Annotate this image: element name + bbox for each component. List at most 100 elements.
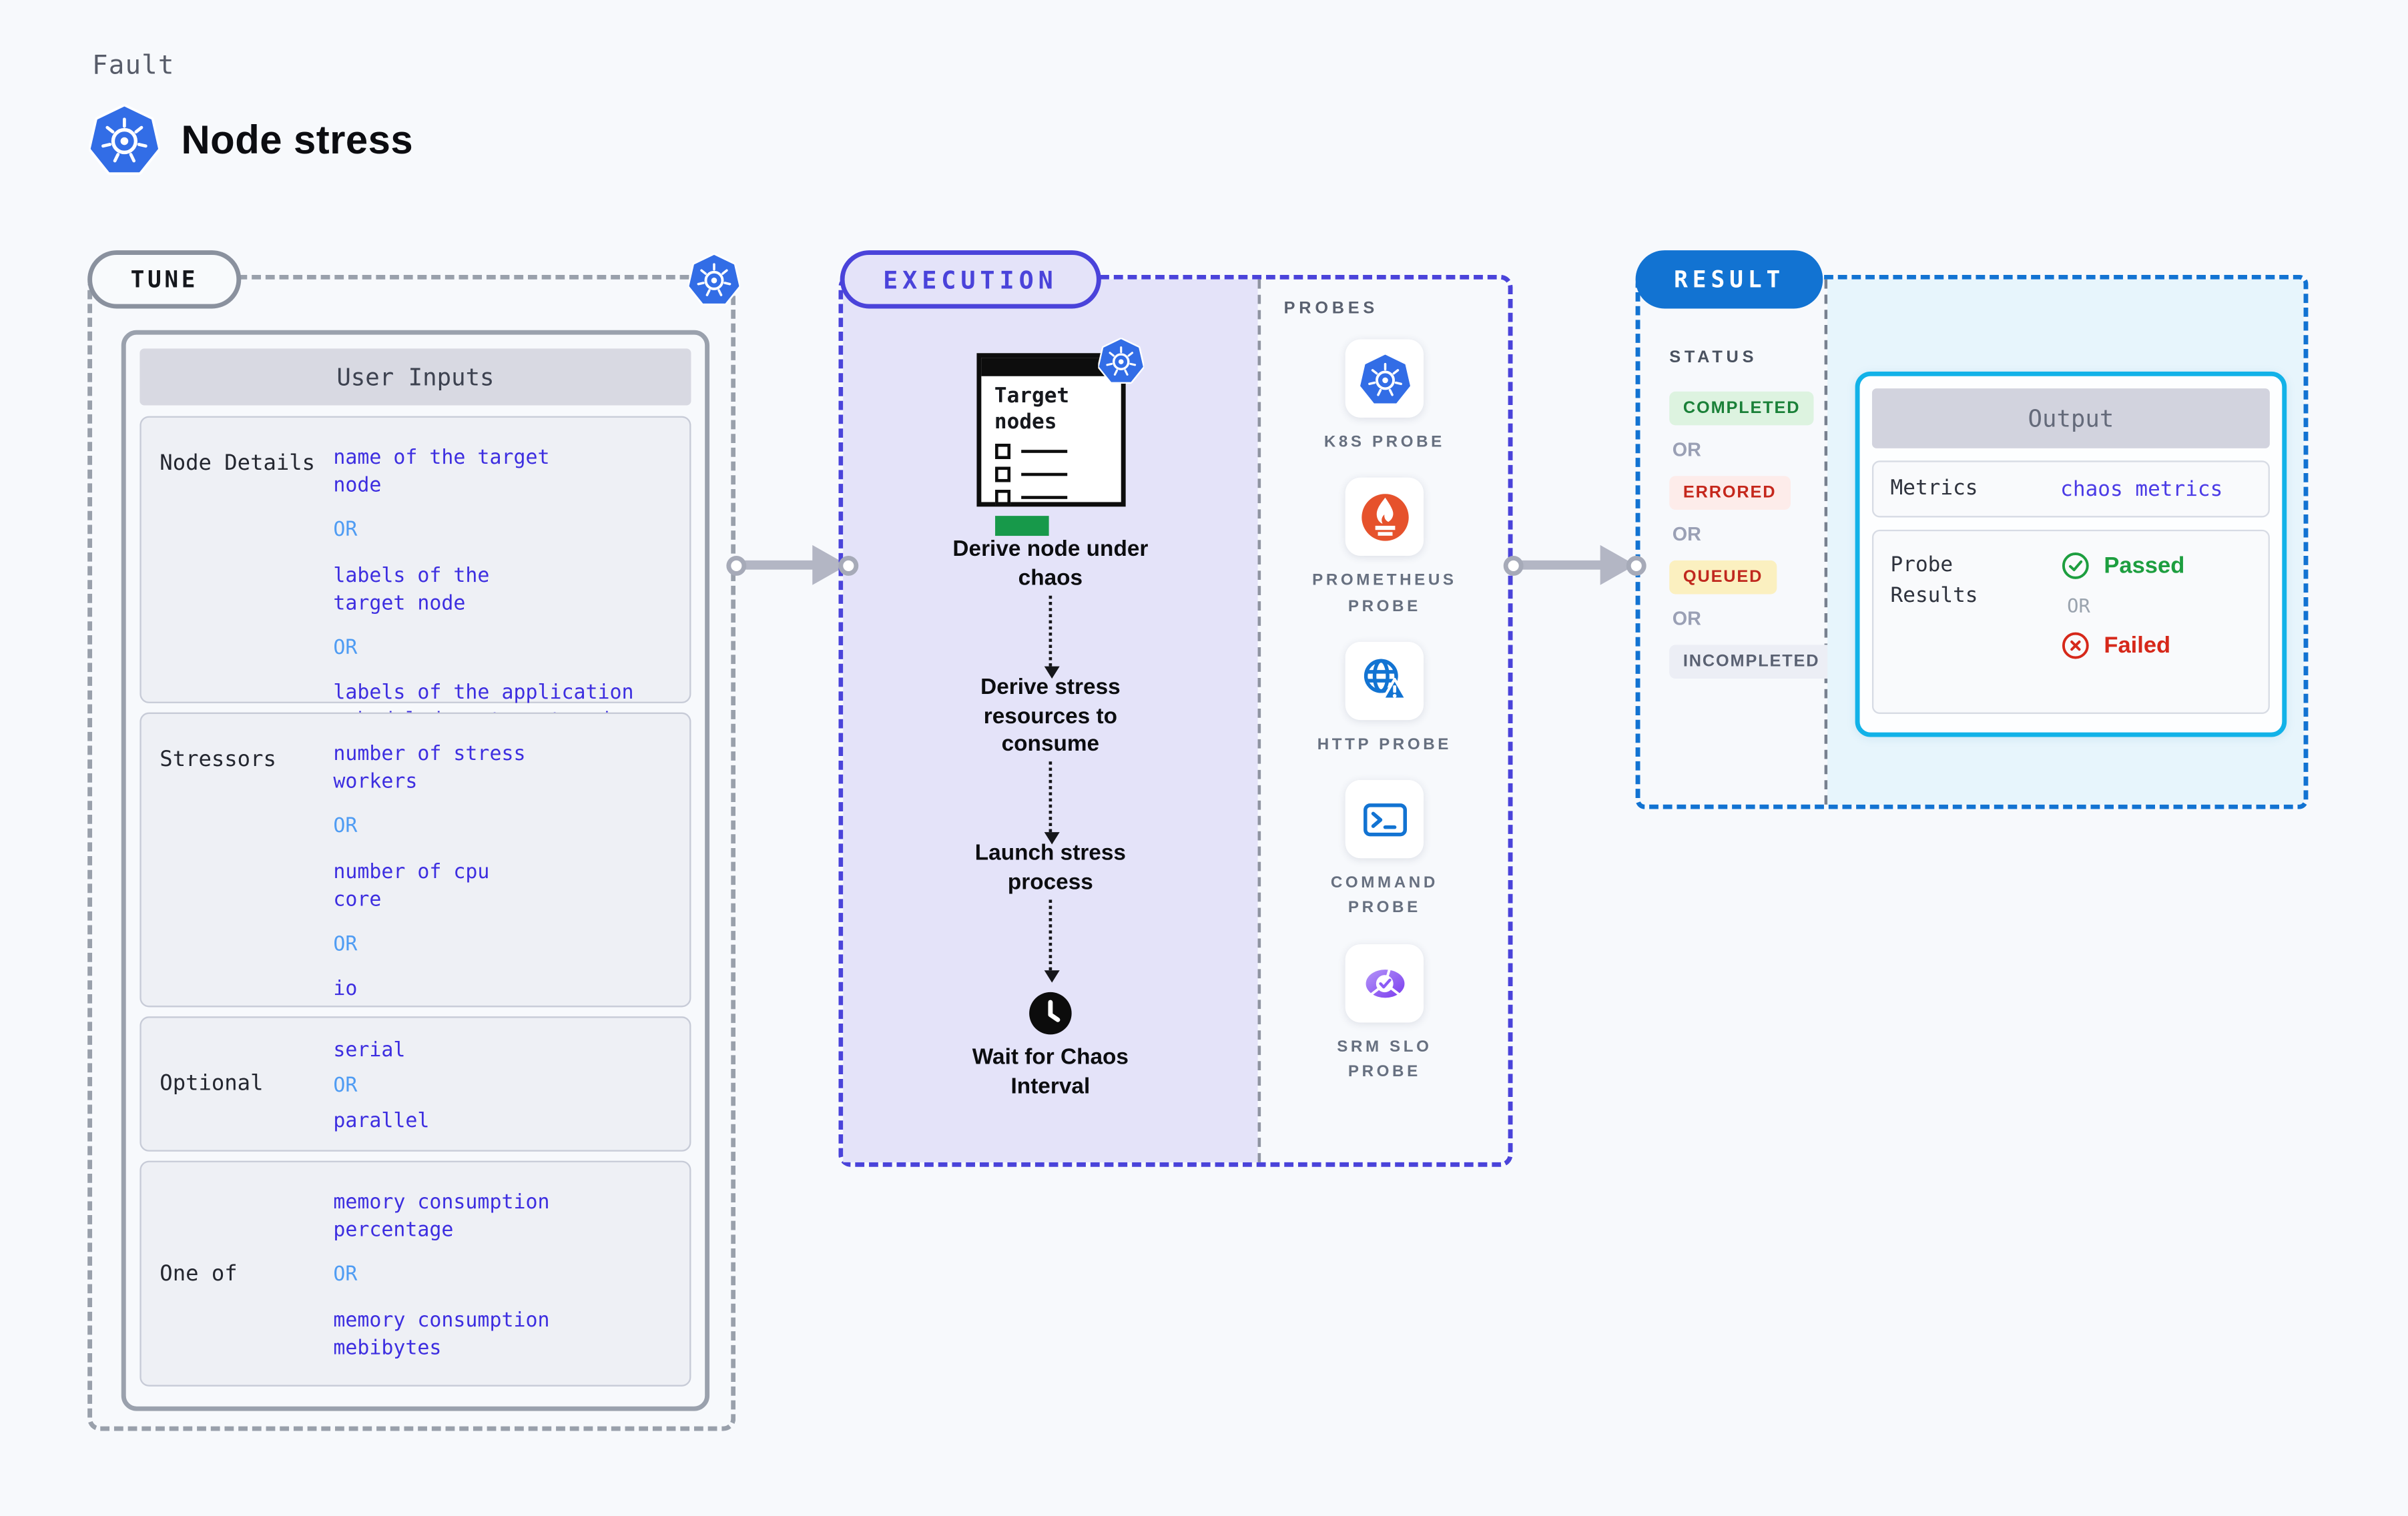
metrics-label: Metrics bbox=[1890, 475, 1978, 500]
status-badge-completed: COMPLETED bbox=[1669, 391, 1815, 426]
user-inputs-rows: Node Details name of the target node OR … bbox=[139, 416, 691, 1387]
list-item-k8s-probe: K8S PROBE bbox=[1323, 339, 1445, 455]
globe-warning-icon bbox=[1358, 655, 1410, 707]
target-nodes-card: Target nodes bbox=[976, 353, 1125, 536]
input-option: number of stress workers bbox=[333, 743, 526, 795]
checklist-item bbox=[994, 466, 1121, 482]
flow-arrow-execution-to-result bbox=[1503, 544, 1646, 585]
dotted-arrow-connector bbox=[1044, 595, 1060, 679]
probe-label: SRM SLO PROBE bbox=[1337, 1037, 1432, 1081]
probe-result-failed: Failed bbox=[2061, 631, 2170, 661]
probe-label: HTTP PROBE bbox=[1317, 735, 1452, 754]
result-section: RESULT STATUS COMPLETED OR ERRORED OR QU… bbox=[1635, 250, 2309, 809]
arrow-endpoint-dot bbox=[1503, 554, 1524, 575]
probe-label: PROMETHEUS PROBE bbox=[1312, 571, 1457, 615]
probe-card bbox=[1345, 339, 1424, 418]
or-separator: OR bbox=[333, 1075, 358, 1098]
probe-card bbox=[1345, 780, 1424, 859]
input-option: labels of the target node bbox=[333, 564, 490, 616]
step-derive-stress-resources: Derive stress resources to consume bbox=[980, 675, 1121, 758]
probe-card bbox=[1345, 478, 1424, 556]
checkbox-icon bbox=[994, 443, 1010, 459]
row-label: Stressors bbox=[160, 747, 276, 773]
kubernetes-icon bbox=[1097, 338, 1143, 384]
input-option: serial bbox=[333, 1039, 406, 1063]
probe-results-label: Probe Results bbox=[1890, 552, 1978, 608]
user-inputs-header: User Inputs bbox=[139, 348, 691, 406]
probe-card bbox=[1345, 641, 1424, 720]
status-column: STATUS COMPLETED OR ERRORED OR QUEUED OR… bbox=[1640, 279, 1834, 805]
row-values: number of stress workers OR number of cp… bbox=[333, 714, 689, 1006]
row-label: Optional bbox=[160, 1072, 264, 1096]
input-option: memory consumption mebibytes bbox=[333, 1308, 550, 1361]
input-option: parallel bbox=[333, 1110, 430, 1134]
green-action-bar bbox=[994, 515, 1048, 536]
tune-badge: TUNE bbox=[87, 250, 242, 309]
arrow-endpoint-dot bbox=[726, 554, 747, 575]
table-row-optional: Optional serial OR parallel bbox=[139, 1016, 691, 1152]
list-item-prometheus-probe: PROMETHEUS PROBE bbox=[1312, 478, 1457, 619]
passed-label: Passed bbox=[2104, 552, 2185, 579]
user-inputs-table: User Inputs Node Details name of the tar… bbox=[121, 330, 710, 1411]
row-values: name of the target node OR labels of the… bbox=[333, 418, 689, 733]
probe-label: COMMAND PROBE bbox=[1330, 873, 1438, 917]
probe-card bbox=[1345, 943, 1424, 1022]
dotted-arrow-connector bbox=[1044, 899, 1060, 983]
kubernetes-icon bbox=[1358, 352, 1410, 404]
kubernetes-icon bbox=[688, 254, 740, 306]
execution-flow-column: Target nodes Derive node under chaos Der… bbox=[843, 279, 1258, 1162]
list-line bbox=[1020, 472, 1067, 476]
execution-badge: EXECUTION bbox=[840, 250, 1101, 309]
page-title-row: Node stress bbox=[89, 104, 413, 175]
kubernetes-icon bbox=[89, 104, 160, 175]
input-option: number of cpu core bbox=[333, 860, 490, 912]
or-separator: OR bbox=[333, 815, 358, 839]
dotted-arrow-connector bbox=[1044, 761, 1060, 845]
or-separator: OR bbox=[333, 637, 358, 661]
slo-gauge-check-icon bbox=[1358, 957, 1410, 1009]
row-label: Node Details bbox=[160, 451, 316, 476]
status-title: STATUS bbox=[1669, 348, 1758, 367]
result-badge: RESULT bbox=[1635, 250, 1823, 309]
target-nodes-title: Target nodes bbox=[994, 384, 1070, 434]
arrow-shaft bbox=[743, 560, 816, 570]
or-separator: OR bbox=[333, 933, 358, 957]
or-separator: OR bbox=[1672, 608, 1701, 630]
execution-section: EXECUTION Target nodes Derive node under… bbox=[838, 250, 1513, 1167]
probe-results-values: Passed OR Failed bbox=[2015, 551, 2269, 713]
metrics-value: chaos metrics bbox=[2060, 476, 2223, 502]
output-area: Output Metrics chaos metrics Probe Resul… bbox=[1827, 279, 2304, 805]
check-circle-icon bbox=[2061, 551, 2090, 581]
output-card-header: Output bbox=[1871, 388, 2270, 448]
step-launch-stress-process: Launch stress process bbox=[974, 841, 1127, 895]
row-label: One of bbox=[160, 1261, 238, 1286]
input-option: memory consumption percentage bbox=[333, 1191, 550, 1242]
input-option: io bbox=[333, 978, 358, 1002]
metrics-row: Metrics chaos metrics bbox=[1871, 460, 2270, 518]
or-separator: OR bbox=[1672, 523, 1701, 545]
prometheus-flame-icon bbox=[1358, 491, 1410, 543]
status-badge-incompleted: INCOMPLETED bbox=[1669, 645, 1834, 679]
list-item-srm-slo-probe: SRM SLO PROBE bbox=[1337, 943, 1432, 1084]
checklist-item bbox=[994, 443, 1121, 459]
probe-results-row: Probe Results Passed OR Failed bbox=[1871, 529, 2270, 714]
list-item-command-probe: COMMAND PROBE bbox=[1331, 780, 1438, 921]
table-row-one-of: One of memory consumption percentage OR … bbox=[139, 1160, 691, 1387]
step-derive-node: Derive node under chaos bbox=[952, 537, 1149, 591]
probe-label: K8S PROBE bbox=[1323, 432, 1445, 452]
input-option: name of the target node bbox=[333, 446, 550, 498]
list-line bbox=[1020, 449, 1067, 453]
probe-result-passed: Passed bbox=[2061, 551, 2184, 581]
card-title-bar bbox=[980, 358, 1121, 376]
probes-panel: PROBES K8S PROBE PROMETHEUS PROBE bbox=[1257, 279, 1508, 1162]
table-row-stressors: Stressors number of stress workers OR nu… bbox=[139, 712, 691, 1008]
row-values: serial OR parallel bbox=[333, 1018, 689, 1150]
tune-section: TUNE User Inputs Node Details name of th… bbox=[87, 250, 735, 1431]
checklist-item bbox=[994, 489, 1121, 505]
checkbox-icon bbox=[994, 466, 1010, 482]
row-values: memory consumption percentage OR memory … bbox=[333, 1162, 689, 1385]
or-separator: OR bbox=[2067, 594, 2090, 618]
clock-icon bbox=[1027, 990, 1073, 1036]
